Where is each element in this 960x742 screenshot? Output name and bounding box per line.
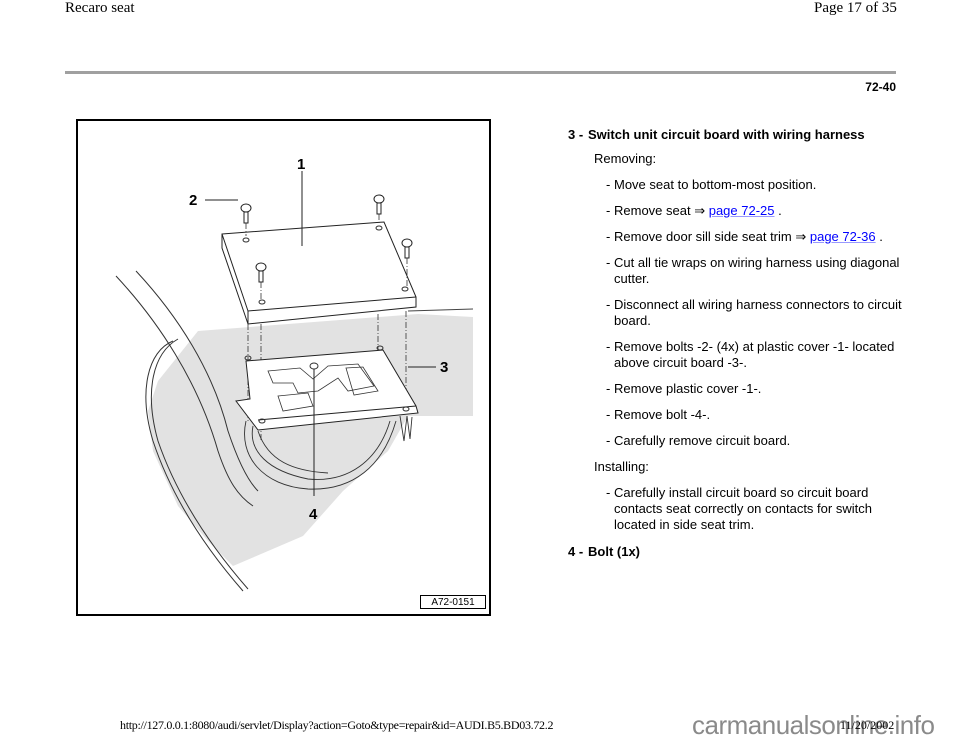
link-page-72-25[interactable]: page 72-25 xyxy=(708,203,775,218)
footer-url: http://127.0.0.1:8080/audi/servlet/Displ… xyxy=(120,718,554,732)
procedure-text: 3 - Switch unit circuit board with wirin… xyxy=(568,127,908,560)
item-number: 4 - xyxy=(568,544,584,559)
figure-id-label: A72-0151 xyxy=(420,595,486,609)
list-item: -Carefully remove circuit board. xyxy=(606,433,791,448)
list-item: -Remove door sill side seat trim ⇒ page … xyxy=(606,229,883,244)
watermark: carmanualsonline.info xyxy=(692,710,935,740)
item-title: Switch unit circuit board with wiring ha… xyxy=(588,127,865,142)
section-label-installing: Installing: xyxy=(594,459,649,474)
document-title: Recaro seat xyxy=(65,0,135,16)
list-item: -Remove plastic cover -1-. xyxy=(606,381,762,396)
item-3-heading: 3 - Switch unit circuit board with wirin… xyxy=(568,127,908,143)
list-item: -Move seat to bottom-most position. xyxy=(606,177,817,192)
seat-shading xyxy=(148,314,473,566)
page-number: 72-40 xyxy=(865,80,896,94)
callout-1: 1 xyxy=(297,156,305,173)
page-indicator: Page 17 of 35 xyxy=(814,0,897,16)
list-item: -Disconnect all wiring harness connector… xyxy=(606,297,902,328)
footer-date: 11/20/2002 xyxy=(840,718,895,732)
exploded-diagram: 1 2 3 4 A72-0151 xyxy=(76,119,491,616)
list-item: -Cut all tie wraps on wiring harness usi… xyxy=(606,255,900,286)
list-item: -Carefully install circuit board so circ… xyxy=(606,485,872,532)
list-item: -Remove bolt -4-. xyxy=(606,407,711,422)
callout-4: 4 xyxy=(309,506,318,523)
item-title: Bolt (1x) xyxy=(588,544,640,559)
link-page-72-36[interactable]: page 72-36 xyxy=(809,229,876,244)
header-rule xyxy=(65,71,896,74)
callout-2: 2 xyxy=(189,192,197,209)
section-label-removing: Removing: xyxy=(594,151,657,166)
diagram-drawing: 1 2 3 4 xyxy=(115,156,474,592)
list-item: -Remove bolts -2- (4x) at plastic cover … xyxy=(606,339,895,370)
list-item: -Remove seat ⇒ page 72-25 . xyxy=(606,203,782,218)
item-4-heading: 4 - Bolt (1x) xyxy=(568,544,908,560)
bolt-icons xyxy=(240,194,413,283)
callout-3: 3 xyxy=(440,359,448,376)
item-number: 3 - xyxy=(568,127,584,142)
